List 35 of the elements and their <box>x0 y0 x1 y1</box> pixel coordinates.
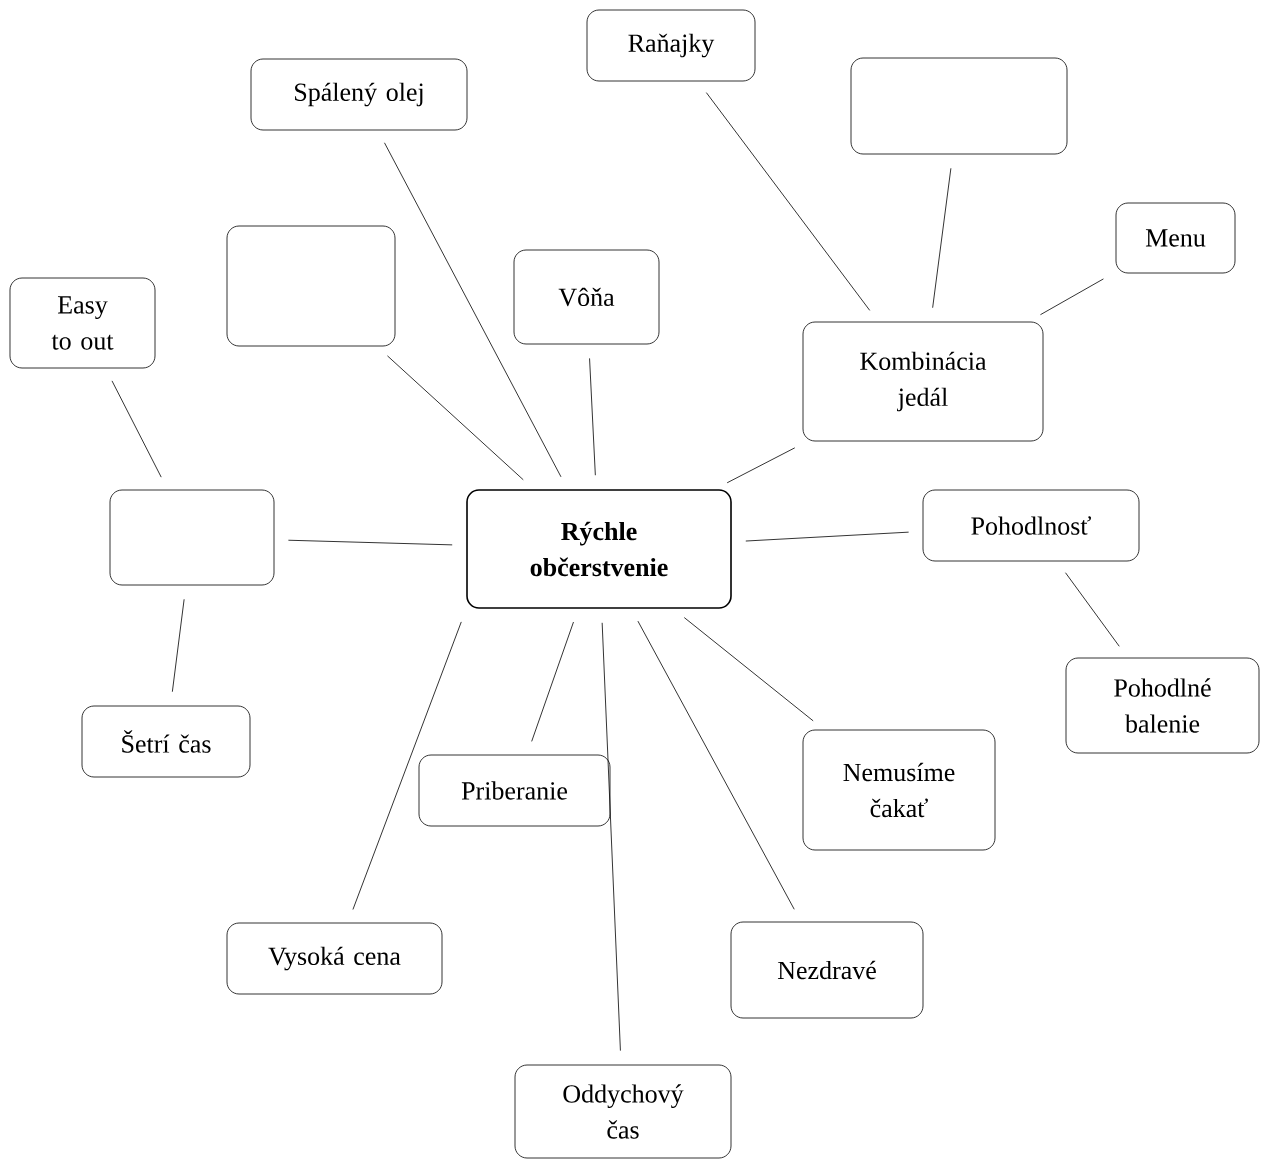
empty-box <box>109 489 275 586</box>
connector-line <box>1065 572 1120 647</box>
concept-box: Raňajky <box>586 9 756 82</box>
connector-line <box>352 621 462 910</box>
concept-box: Nemusíme čakať <box>802 729 996 851</box>
concept-box: Oddychový čas <box>514 1064 732 1159</box>
concept-box: Vôňa <box>513 249 660 345</box>
connector-line <box>745 531 910 542</box>
connector-line <box>171 598 185 693</box>
concept-box: Pohodlnosť <box>922 489 1140 562</box>
concept-box: Nezdravé <box>730 921 924 1019</box>
concept-box: Vysoká cena <box>226 922 443 995</box>
concept-box: Pohodlné balenie <box>1065 657 1260 754</box>
connector-line <box>531 621 574 742</box>
concept-box: Menu <box>1115 202 1236 274</box>
connector-line <box>111 380 162 478</box>
connector-line <box>288 539 453 546</box>
connector-line <box>683 617 814 722</box>
connector-line <box>601 622 621 1052</box>
concept-box: Easy to out <box>9 277 156 369</box>
concept-box: Šetrí čas <box>81 705 251 778</box>
connector-line <box>705 92 871 311</box>
empty-box <box>226 225 396 347</box>
connector-line <box>384 142 562 478</box>
connector-line <box>637 620 795 910</box>
connector-line <box>932 167 952 309</box>
concept-box: Priberanie <box>418 754 611 827</box>
connector-line <box>589 358 596 476</box>
concept-box: Spálený olej <box>250 58 468 131</box>
empty-box <box>850 57 1068 155</box>
connector-line <box>387 355 524 481</box>
central-concept-box: Rýchle občerstvenie <box>466 489 732 609</box>
concept-box: Kombinácia jedál <box>802 321 1044 442</box>
connector-line <box>1040 278 1104 316</box>
connector-line <box>726 447 796 484</box>
